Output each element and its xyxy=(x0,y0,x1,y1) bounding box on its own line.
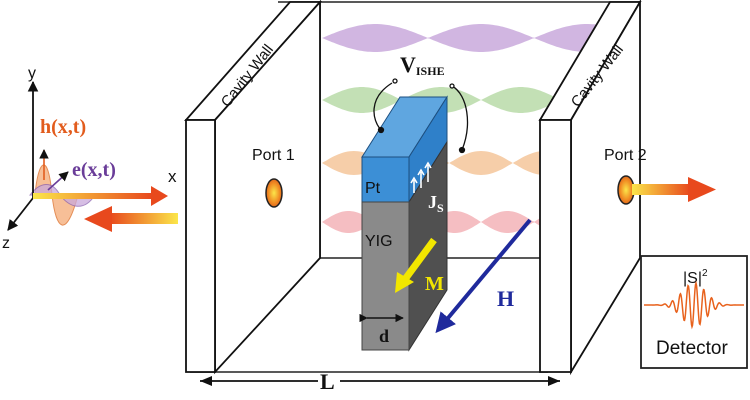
port1-label: Port 1 xyxy=(252,147,295,164)
cavity-mode-2 xyxy=(322,87,640,113)
ishe-voltage-probe xyxy=(373,78,469,154)
port-1: Port 1 xyxy=(252,147,295,208)
detector-signal-label: |S|2 xyxy=(683,268,708,287)
y-axis-label: y xyxy=(28,65,36,82)
detector-signal-trace xyxy=(644,280,744,330)
cavity-length-indicator: L xyxy=(200,369,560,394)
pt-yig-sample: Pt YIG d JS M VISHE xyxy=(359,52,469,352)
pt-layer-label: Pt xyxy=(365,180,381,197)
x-axis-label: x xyxy=(168,167,177,186)
z-axis-label: z xyxy=(2,235,10,252)
ishe-voltage-label: VISHE xyxy=(400,52,445,78)
cavity-length-label: L xyxy=(320,369,335,394)
thickness-label: d xyxy=(379,326,389,346)
right-cavity-wall: Cavity Wall xyxy=(538,0,642,376)
port2-aperture xyxy=(617,175,635,205)
cavity-mode-1 xyxy=(322,24,640,52)
spin-current-label: JS xyxy=(428,192,444,215)
spin-current-arrows xyxy=(410,161,432,193)
left-cavity-wall: Cavity Wall xyxy=(184,0,323,375)
external-field-label: H xyxy=(497,286,514,311)
h-field-label: h(x,t) xyxy=(40,116,86,138)
incoming-wave-arrow xyxy=(84,206,178,232)
detector-panel: |S|2 Detector xyxy=(640,255,748,369)
magnetization-label: M xyxy=(425,273,444,295)
port2-label: Port 2 xyxy=(604,147,647,164)
detector-title: Detector xyxy=(656,338,728,359)
external-field-arrow: H xyxy=(435,218,532,334)
port-2: Port 2 xyxy=(604,147,716,205)
yig-layer-label: YIG xyxy=(365,233,393,250)
field-coordinate-system: y z x h(x,t) e(x,t) xyxy=(2,65,177,252)
port1-aperture xyxy=(265,178,283,208)
e-field-label: e(x,t) xyxy=(72,159,116,181)
